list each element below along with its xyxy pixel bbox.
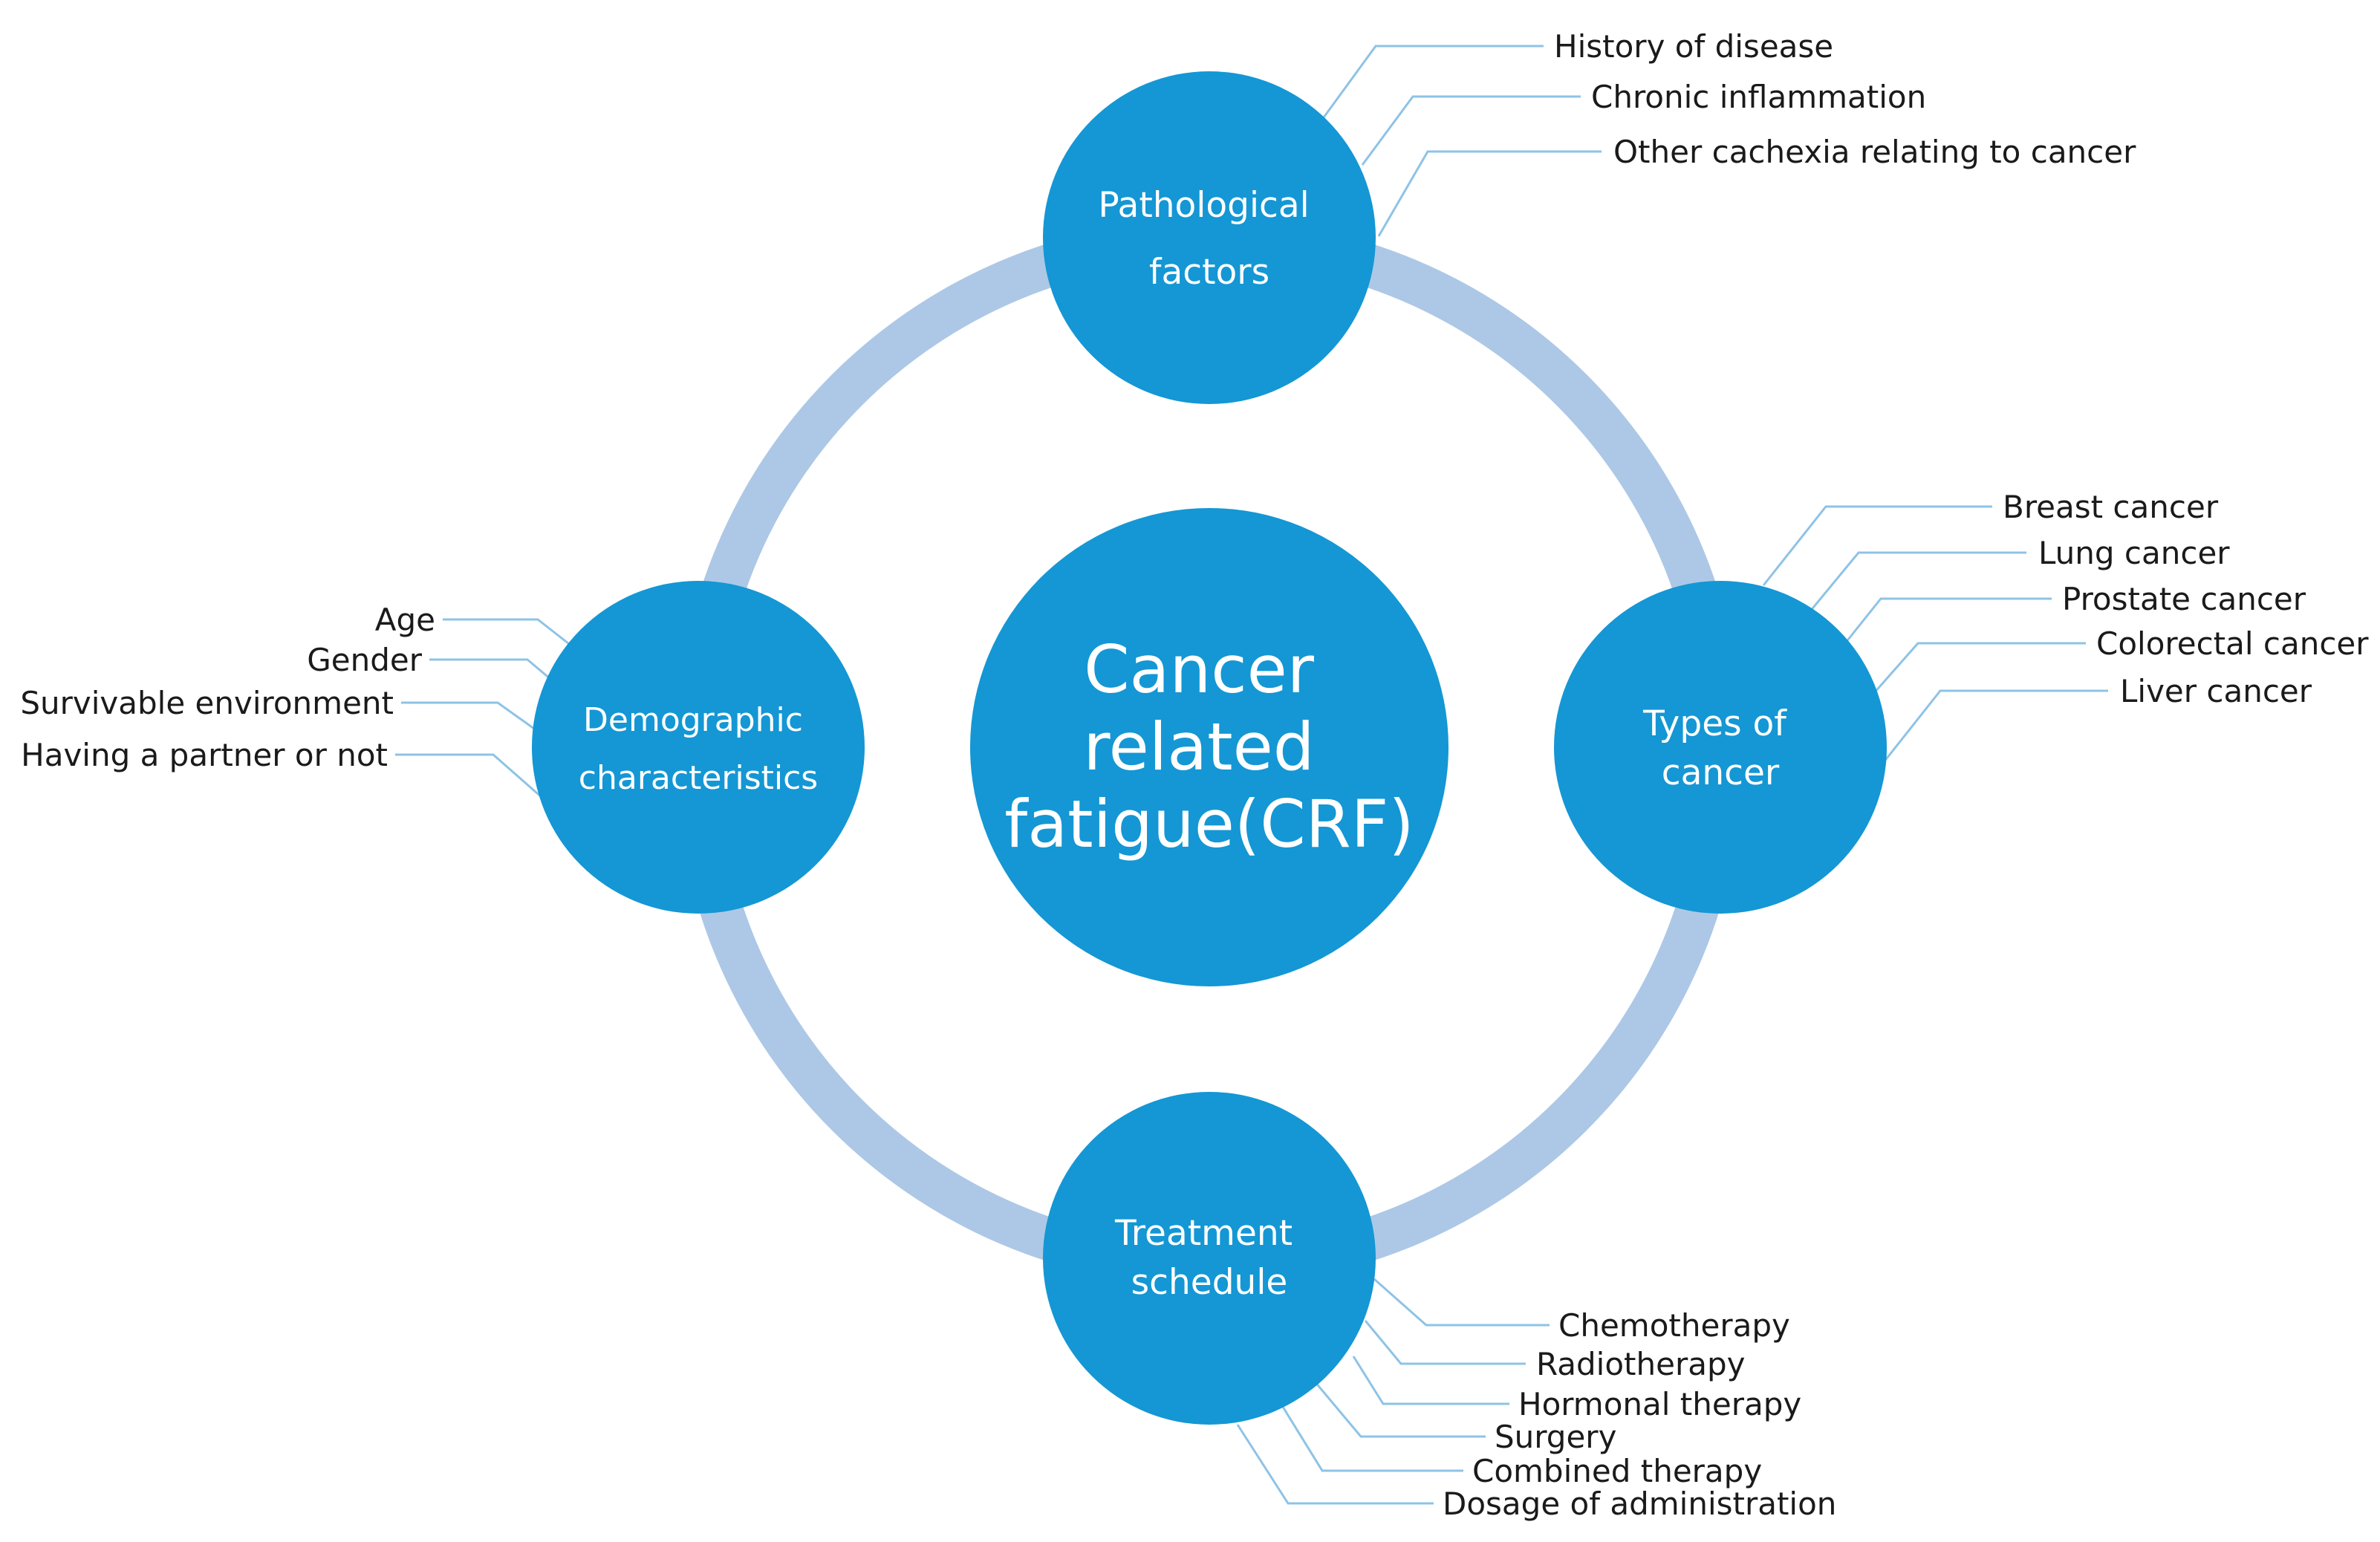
- item-liver-cancer: Liver cancer: [2120, 673, 2312, 709]
- pathological-line-2: factors: [1149, 252, 1269, 293]
- treatment-items: Chemotherapy Radiotherapy Hormonal thera…: [1443, 1307, 1836, 1522]
- leader-line: [1322, 45, 1544, 118]
- item-combined-therapy: Combined therapy: [1472, 1453, 1762, 1489]
- demographic-items: Age Gender Survivable environment Having…: [20, 602, 435, 773]
- item-having-a-partner: Having a partner or not: [21, 737, 388, 773]
- leader-line: [1236, 1424, 1434, 1505]
- node-center-crf: [970, 508, 1449, 986]
- pathological-items: History of disease Chronic inflammation …: [1554, 28, 2136, 170]
- item-chronic-inflammation: Chronic inflammation: [1591, 79, 1926, 115]
- node-types-of-cancer: [1554, 581, 1887, 914]
- leader-line: [429, 658, 556, 685]
- types-items: Breast cancer Lung cancer Prostate cance…: [2003, 489, 2369, 709]
- leader-line: [1377, 150, 1602, 237]
- demographic-line-2: characteristics: [579, 759, 818, 797]
- types-line-2: cancer: [1662, 752, 1780, 793]
- center-line-3: fatigue(CRF): [1004, 786, 1414, 862]
- treatment-line-2: schedule: [1131, 1262, 1288, 1303]
- leader-line: [1373, 1278, 1550, 1327]
- item-hormonal-therapy: Hormonal therapy: [1518, 1386, 1801, 1422]
- demographic-characteristics-title: Demographic characteristics: [579, 701, 818, 797]
- pathological-factors-title: Pathological factors: [1098, 185, 1320, 293]
- leader-line: [1313, 1381, 1486, 1438]
- treatment-schedule-title: Treatment schedule: [1114, 1213, 1304, 1303]
- item-survivable-environment: Survivable environment: [20, 685, 394, 721]
- center-title: Cancer related fatigue(CRF): [1004, 631, 1414, 862]
- item-gender: Gender: [307, 642, 423, 678]
- item-colorectal-cancer: Colorectal cancer: [2096, 625, 2369, 662]
- item-radiotherapy: Radiotherapy: [1536, 1346, 1745, 1382]
- leader-line: [1364, 1320, 1526, 1365]
- item-dosage-of-administration: Dosage of administration: [1443, 1486, 1836, 1522]
- node-demographic-characteristics: [532, 581, 865, 914]
- leader-line: [1361, 95, 1581, 166]
- item-lung-cancer: Lung cancer: [2038, 535, 2230, 571]
- node-pathological-factors: [1043, 71, 1376, 404]
- node-treatment-schedule: [1043, 1092, 1376, 1425]
- item-other-cachexia: Other cachexia relating to cancer: [1613, 134, 2136, 170]
- item-history-of-disease: History of disease: [1554, 28, 1833, 65]
- treatment-line-1: Treatment: [1114, 1213, 1293, 1254]
- treatment-leaders: [1236, 1278, 1550, 1505]
- demographic-leaders: [395, 618, 573, 799]
- item-breast-cancer: Breast cancer: [2003, 489, 2219, 525]
- leader-line: [1808, 551, 2026, 613]
- leader-line: [1352, 1356, 1509, 1405]
- types-line-1: Types of: [1642, 703, 1787, 744]
- types-of-cancer-title: Types of cancer: [1642, 703, 1798, 793]
- leader-line: [1278, 1400, 1463, 1472]
- center-line-2: related: [1083, 709, 1314, 785]
- demographic-line-1: Demographic: [583, 701, 803, 739]
- leader-line: [1882, 689, 2108, 763]
- center-line-1: Cancer: [1084, 631, 1315, 708]
- item-prostate-cancer: Prostate cancer: [2062, 581, 2306, 617]
- pathological-leaders: [1322, 45, 1602, 237]
- item-chemotherapy: Chemotherapy: [1558, 1307, 1790, 1344]
- item-surgery: Surgery: [1495, 1419, 1616, 1455]
- leader-line: [1844, 597, 2052, 644]
- types-leaders: [1762, 505, 2108, 763]
- leader-line: [401, 701, 540, 734]
- pathological-line-1: Pathological: [1098, 185, 1309, 226]
- leader-line: [395, 753, 543, 799]
- leader-line: [443, 618, 573, 648]
- leader-line: [1872, 642, 2086, 694]
- item-age: Age: [375, 602, 435, 638]
- leader-line: [1762, 505, 1992, 586]
